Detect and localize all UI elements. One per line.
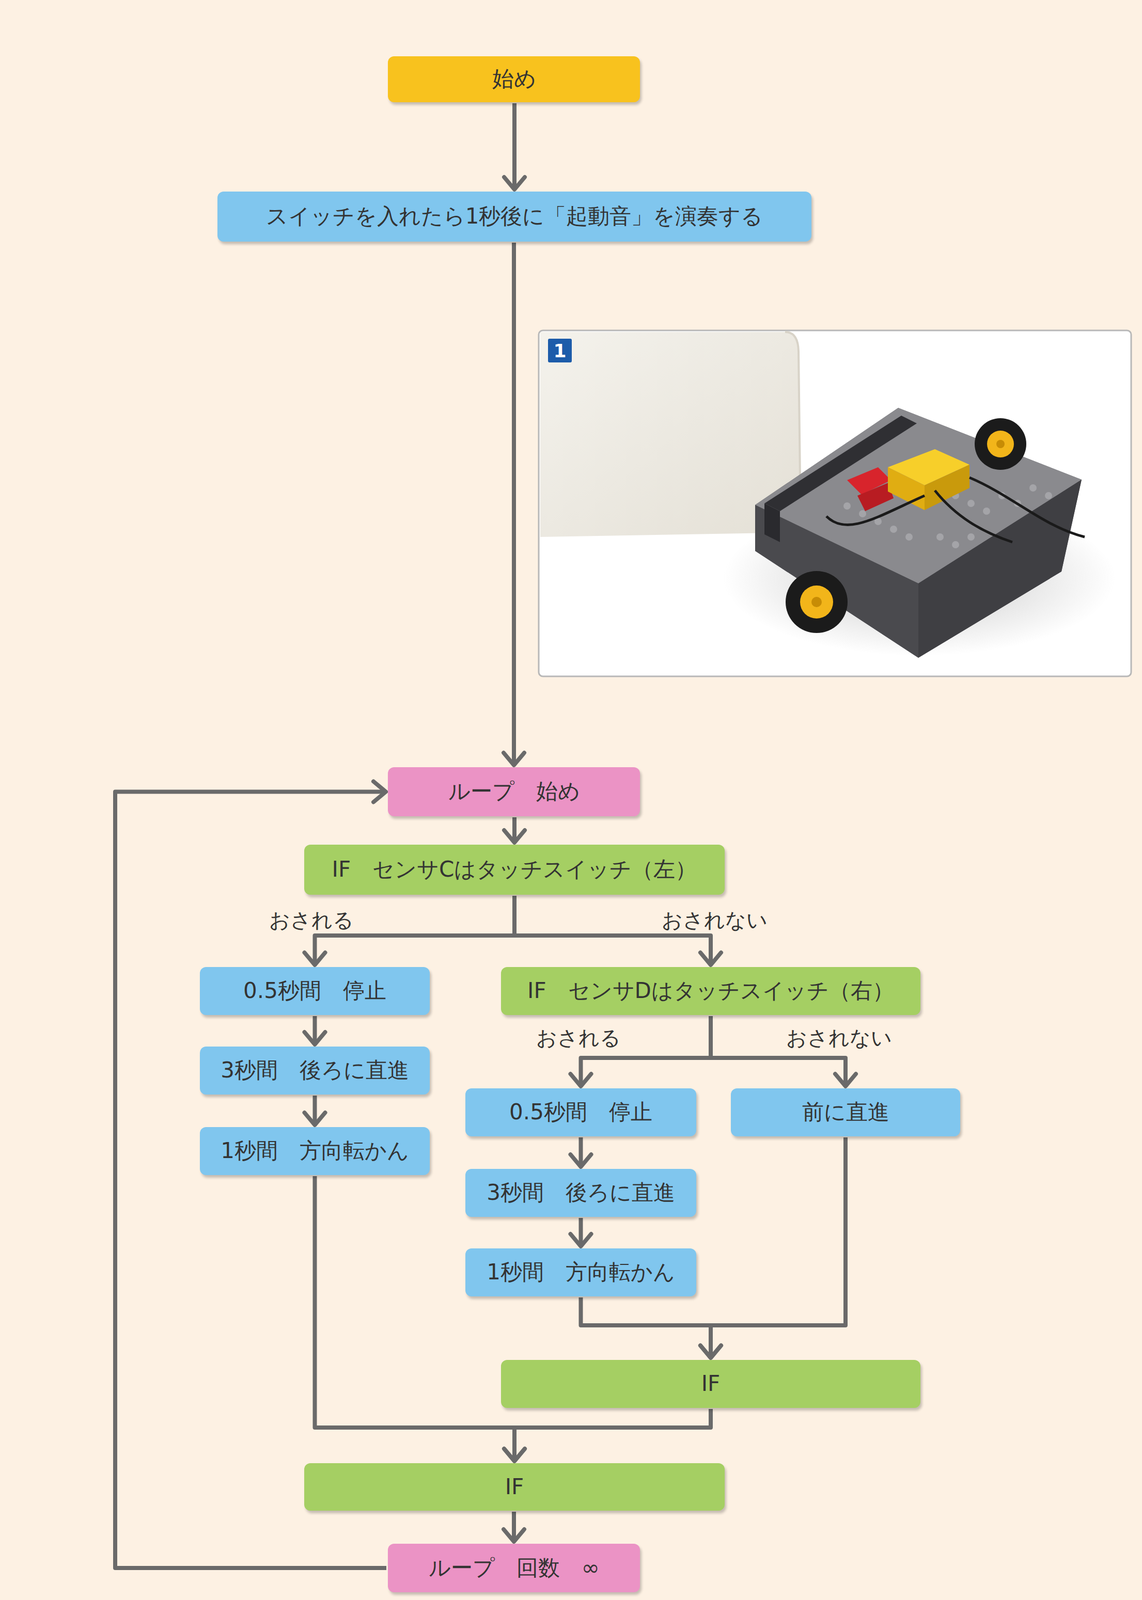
- connector-arrow: [700, 1137, 846, 1359]
- arrow-head: [373, 781, 386, 803]
- connector-line: [512, 103, 517, 190]
- node-text: 1秒間 方向転かん: [220, 1138, 410, 1164]
- connector-line: [315, 1176, 515, 1462]
- edge-label: おされない: [783, 1026, 896, 1050]
- connector-line: [581, 1297, 712, 1359]
- node-text: 0.5秒間 停止: [243, 978, 387, 1004]
- arrow-head: [304, 952, 326, 966]
- connector-line: [710, 1137, 846, 1359]
- connector-arrow: [504, 103, 525, 190]
- node-text: IF: [505, 1475, 525, 1500]
- process-box: 1秒間 方向転かん: [199, 1127, 430, 1176]
- process-box: スイッチを入れたら1秒後に「起動音」を演奏する: [217, 191, 812, 242]
- connector-arrow: [503, 1512, 525, 1543]
- arrow-head: [700, 952, 722, 966]
- decision-box: IF センサDはタッチスイッチ（右）: [501, 967, 921, 1016]
- arrow-head: [570, 1074, 592, 1087]
- arrow-head: [504, 830, 525, 843]
- photo-panel: [538, 330, 1132, 677]
- node-text: IF センサDはタッチスイッチ（右）: [527, 978, 895, 1004]
- connector-line: [115, 792, 387, 1570]
- node-text: 3秒間 後ろに直進: [220, 1058, 410, 1084]
- arrow-head: [504, 1449, 525, 1462]
- arrow-head: [304, 1113, 326, 1126]
- arrow-head: [700, 1346, 722, 1359]
- process-box: 0.5秒間 停止: [199, 967, 430, 1016]
- node-text: ループ 始め: [448, 779, 581, 805]
- loop-end-box: ループ 回数 ∞: [387, 1544, 640, 1593]
- edge-label: おされない: [658, 909, 771, 932]
- arrow-head: [503, 1529, 525, 1543]
- node-text: 始め: [492, 66, 537, 92]
- start-box: 始め: [387, 56, 640, 103]
- arrow-head: [503, 753, 525, 766]
- process-box: 3秒間 後ろに直進: [199, 1046, 430, 1095]
- connector-arrow: [570, 1218, 592, 1247]
- callout-number: 1: [548, 338, 572, 363]
- connector-arrow: [315, 1176, 526, 1462]
- arrow-head: [304, 1032, 326, 1045]
- arrow-head: [570, 1234, 592, 1247]
- decision-end-box: IF: [304, 1463, 725, 1512]
- node-text: 前に直進: [802, 1100, 890, 1125]
- connector-arrow: [304, 1016, 326, 1045]
- edge-label: おされる: [266, 909, 357, 932]
- connector-arrow: [581, 1297, 722, 1359]
- decision-end-box: IF: [501, 1360, 921, 1409]
- node-text: 1秒間 方向転かん: [486, 1260, 676, 1286]
- node-text: 3秒間 後ろに直進: [486, 1180, 676, 1206]
- process-box: 0.5秒間 停止: [465, 1088, 697, 1137]
- process-box: 前に直進: [730, 1088, 961, 1137]
- connector-arrow: [504, 817, 525, 843]
- connector-arrow: [304, 1096, 326, 1126]
- arrow-head: [570, 1154, 592, 1168]
- node-text: ループ 回数 ∞: [428, 1556, 600, 1582]
- connector-arrow: [504, 1409, 711, 1462]
- arrow-head: [835, 1074, 856, 1087]
- connector-arrow: [570, 1137, 592, 1168]
- node-text: 0.5秒間 停止: [509, 1100, 653, 1125]
- connector-line: [511, 242, 516, 766]
- decision-box: IF センサCはタッチスイッチ（左）: [304, 845, 725, 896]
- connector-line: [514, 1409, 711, 1462]
- edge-label: おされる: [533, 1026, 624, 1050]
- process-box: 1秒間 方向転かん: [465, 1248, 697, 1297]
- loop-start-box: ループ 始め: [387, 767, 640, 817]
- node-text: IF センサCはタッチスイッチ（左）: [332, 857, 698, 883]
- node-text: スイッチを入れたら1秒後に「起動音」を演奏する: [266, 204, 764, 229]
- arrow-head: [504, 177, 525, 190]
- connector-arrow: [503, 242, 525, 766]
- node-text: IF: [701, 1371, 721, 1397]
- process-box: 3秒間 後ろに直進: [465, 1169, 697, 1218]
